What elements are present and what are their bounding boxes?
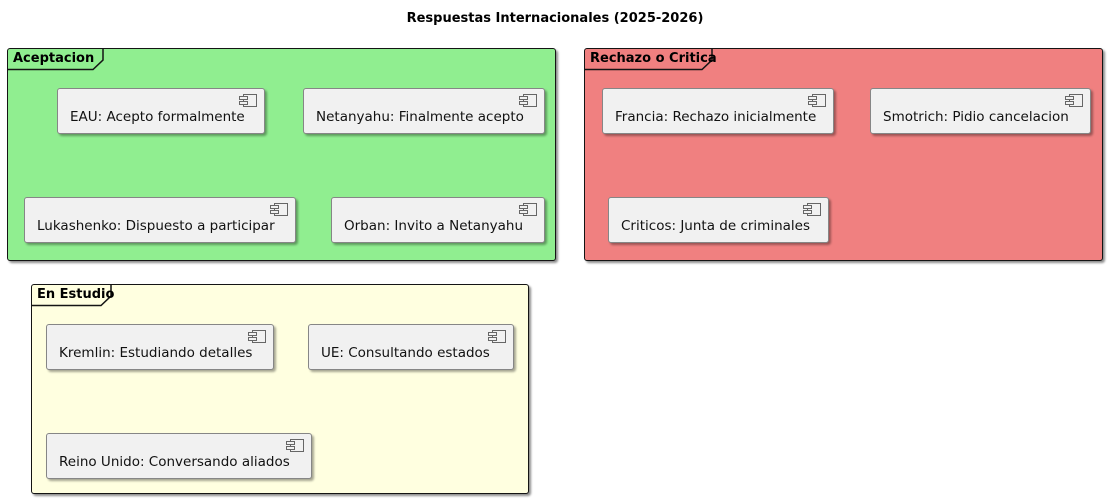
- component-label: Orban: Invito a Netanyahu: [344, 218, 524, 234]
- component-icon: [519, 203, 537, 216]
- group-title: Aceptacion: [13, 51, 95, 66]
- component-kremlin: Kremlin: Estudiando detalles: [46, 324, 274, 370]
- component-label: Criticos: Junta de criminales: [621, 218, 810, 234]
- component-icon: [519, 94, 537, 107]
- component-label: Reino Unido: Conversando aliados: [59, 454, 290, 470]
- component-icon: [239, 94, 257, 107]
- component-lukashenko: Lukashenko: Dispuesto a participar: [24, 197, 296, 243]
- component-criticos: Criticos: Junta de criminales: [608, 197, 829, 243]
- component-ue: UE: Consultando estados: [308, 324, 514, 370]
- group-title: En Estudio: [37, 287, 115, 302]
- component-label: Francia: Rechazo inicialmente: [615, 109, 817, 125]
- component-label: Kremlin: Estudiando detalles: [59, 345, 253, 361]
- component-eau: EAU: Acepto formalmente: [57, 88, 265, 134]
- component-label: UE: Consultando estados: [321, 345, 490, 361]
- group-rechazo-o-critica: Rechazo o Critica Francia: Rechazo inici…: [584, 48, 1103, 261]
- component-francia: Francia: Rechazo inicialmente: [602, 88, 834, 134]
- component-label: Smotrich: Pidio cancelacion: [883, 109, 1069, 125]
- component-smotrich: Smotrich: Pidio cancelacion: [870, 88, 1091, 134]
- component-icon: [270, 203, 288, 216]
- component-netanyahu: Netanyahu: Finalmente acepto: [303, 88, 545, 134]
- component-icon: [808, 94, 826, 107]
- component-label: Netanyahu: Finalmente acepto: [316, 109, 524, 125]
- component-icon: [1065, 94, 1083, 107]
- group-en-estudio: En Estudio Kremlin: Estudiando detalles …: [31, 284, 529, 494]
- component-icon: [803, 203, 821, 216]
- component-icon: [488, 330, 506, 343]
- component-icon: [286, 439, 304, 452]
- component-reino-unido: Reino Unido: Conversando aliados: [46, 433, 312, 479]
- component-orban: Orban: Invito a Netanyahu: [331, 197, 545, 243]
- page-title: Respuestas Internacionales (2025-2026): [406, 11, 704, 26]
- group-aceptacion: Aceptacion EAU: Acepto formalmente Netan…: [7, 48, 556, 261]
- component-label: Lukashenko: Dispuesto a participar: [37, 218, 275, 234]
- component-icon: [248, 330, 266, 343]
- component-label: EAU: Acepto formalmente: [70, 109, 245, 125]
- group-title: Rechazo o Critica: [590, 51, 717, 66]
